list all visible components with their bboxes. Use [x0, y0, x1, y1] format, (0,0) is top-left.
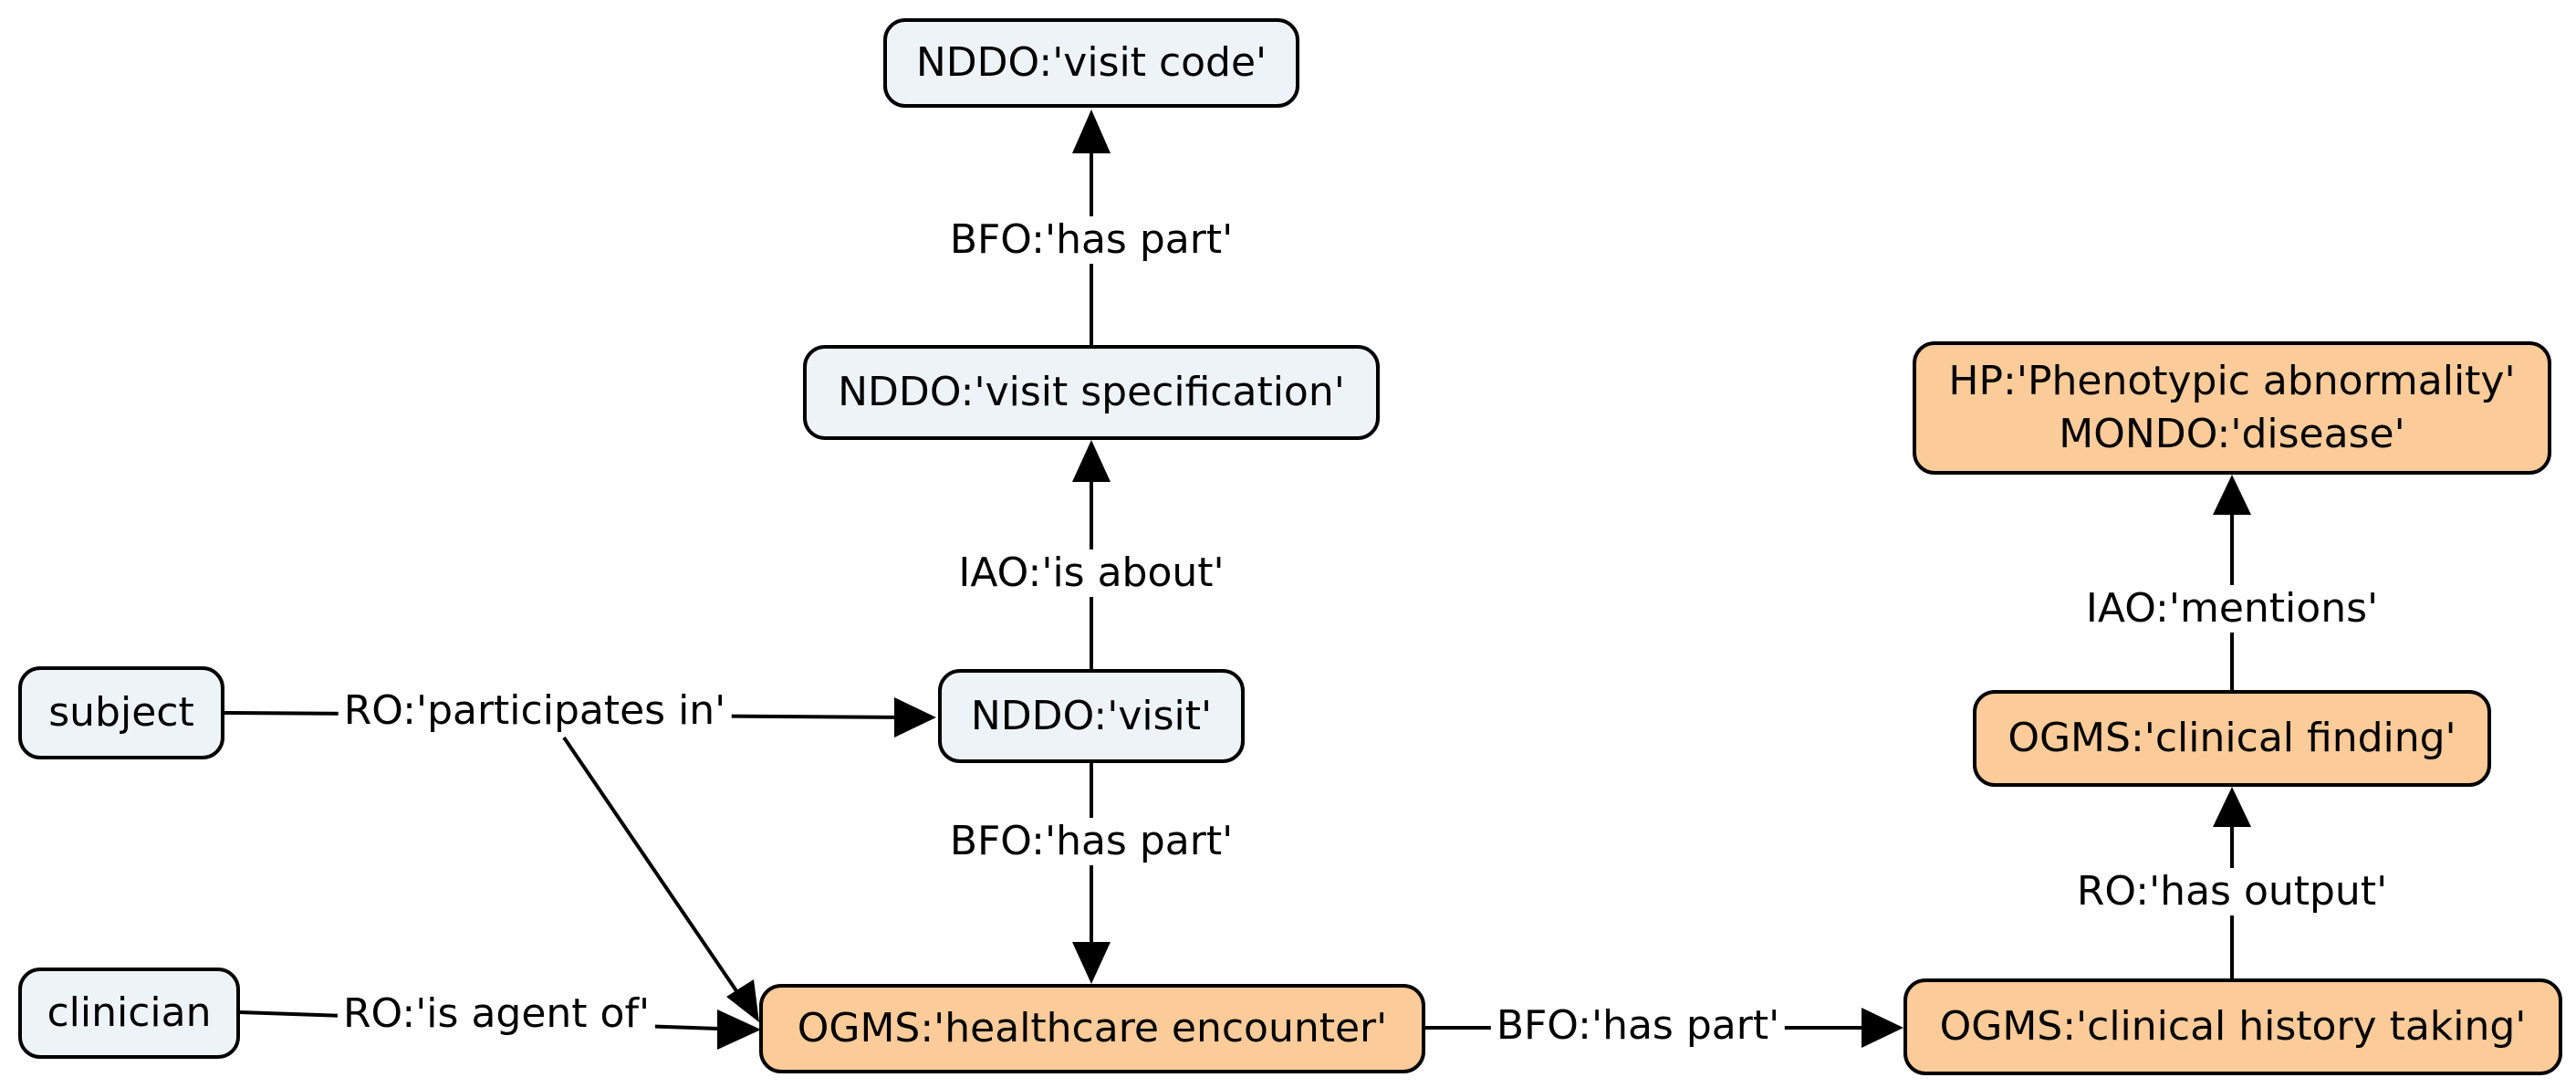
node-visit-code[interactable]: NDDO:'visit code' [883, 18, 1299, 108]
node-visit-specification[interactable]: NDDO:'visit specification' [803, 345, 1380, 440]
edge-label-spec-to-code: BFO:'has part' [944, 216, 1239, 264]
arrowhead-history-taking [1862, 1008, 1903, 1048]
edge-label-encounter-to-history: BFO:'has part' [1490, 1002, 1786, 1050]
edge-line-subject-to-encounter [562, 736, 741, 997]
node-clinical-finding-label: OGMS:'clinical finding' [2008, 715, 2456, 761]
arrowhead-visit [894, 697, 936, 738]
node-visit[interactable]: NDDO:'visit' [938, 669, 1245, 763]
node-clinical-history-taking[interactable]: OGMS:'clinical history taking' [1903, 978, 2562, 1075]
node-subject[interactable]: subject [18, 666, 224, 759]
arrowhead-phenotype [2213, 475, 2251, 515]
node-healthcare-encounter[interactable]: OGMS:'healthcare encounter' [759, 984, 1425, 1073]
node-healthcare-encounter-label: OGMS:'healthcare encounter' [797, 1005, 1388, 1051]
edge-label-visit-to-spec: IAO:'is about' [953, 549, 1230, 597]
node-clinician[interactable]: clinician [18, 968, 240, 1059]
edge-label-clinician-agent: RO:'is agent of' [337, 990, 656, 1038]
edge-label-finding-to-phenotype: IAO:'mentions' [2080, 585, 2384, 633]
node-clinical-history-taking-label: OGMS:'clinical history taking' [1939, 1003, 2527, 1050]
edge-label-history-to-finding: RO:'has output' [2070, 868, 2393, 915]
node-subject-label: subject [48, 689, 194, 736]
edge-label-visit-to-encounter: BFO:'has part' [944, 818, 1239, 865]
node-visit-code-label: NDDO:'visit code' [915, 39, 1267, 86]
arrowhead-visit-spec [1072, 440, 1111, 482]
arrowhead-clinical-finding [2213, 787, 2251, 827]
arrowhead-encounter-from-subject [726, 979, 759, 1022]
node-phenotypic-abnormality-label: HP:'Phenotypic abnormality' [1948, 358, 2516, 404]
node-visit-label: NDDO:'visit' [970, 692, 1213, 739]
arrowhead-visit-code [1072, 110, 1111, 153]
node-clinical-finding[interactable]: OGMS:'clinical finding' [1973, 690, 2491, 787]
node-phenotypic-abnormality[interactable]: HP:'Phenotypic abnormality' MONDO:'disea… [1913, 341, 2551, 475]
edge-label-subject-participates: RO:'participates in' [338, 687, 732, 735]
node-visit-specification-label: NDDO:'visit specification' [838, 369, 1345, 415]
node-disease-label: MONDO:'disease' [2059, 411, 2405, 457]
arrowhead-encounter-from-clinician [717, 1010, 761, 1050]
node-clinician-label: clinician [47, 989, 212, 1036]
arrowhead-encounter-from-visit [1072, 942, 1111, 984]
